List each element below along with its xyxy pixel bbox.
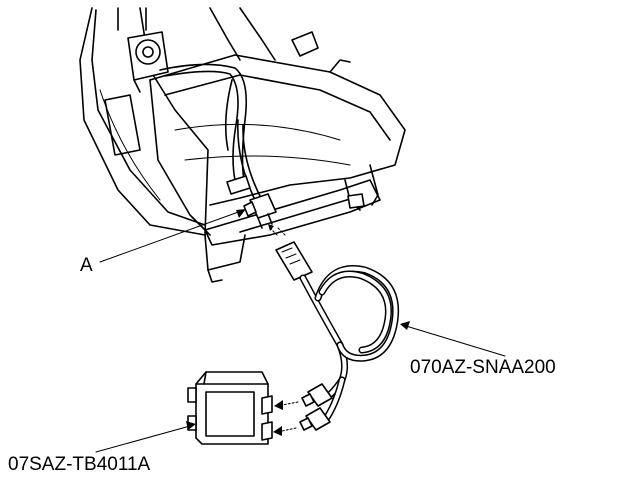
test-box xyxy=(187,371,273,445)
leader-line-box xyxy=(95,425,191,453)
mating-arrows xyxy=(268,224,287,237)
connector-a xyxy=(243,193,277,229)
leader-line-harness xyxy=(405,325,506,357)
callout-test-box: 07SAZ-TB4011A xyxy=(8,454,151,475)
seat-illustration xyxy=(79,7,406,283)
callout-test-harness: 070AZ-SNAA200 xyxy=(410,357,556,378)
leader-arrow-harness xyxy=(400,321,410,330)
plug-arrows xyxy=(273,400,299,436)
leader-arrow-box xyxy=(186,421,196,430)
test-harness-cable xyxy=(275,241,400,431)
callout-connector-a: A xyxy=(80,255,93,276)
leader-line-a xyxy=(99,209,245,263)
seat-wire-harness xyxy=(159,63,263,201)
leader-arrow-a xyxy=(236,209,246,218)
leader-lines xyxy=(95,209,506,453)
